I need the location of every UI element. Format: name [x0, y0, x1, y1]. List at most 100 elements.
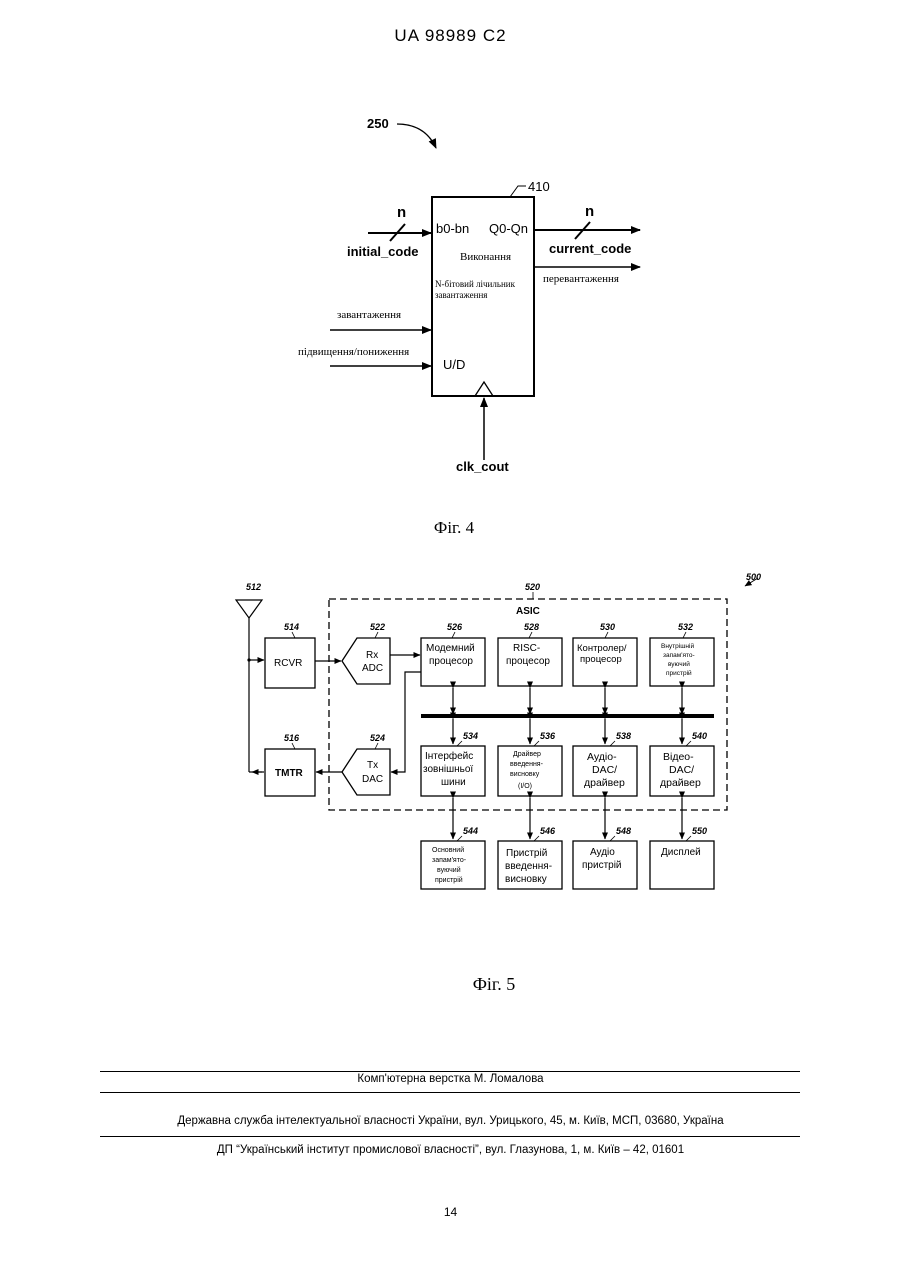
io-driver-label-2: введення- [510, 761, 544, 768]
internal-memory-label-1: Внутрішній [661, 642, 694, 650]
ref-534: 534 [463, 731, 478, 741]
internal-memory-label-4: пристрій [666, 669, 692, 677]
figure-4-caption: Фіг. 4 [354, 518, 554, 538]
io-driver-label-3: висновку [510, 771, 540, 778]
controller-processor-block [573, 638, 637, 686]
io-driver-block [498, 746, 562, 796]
modem-label-2: процесор [429, 656, 473, 667]
ref-544: 544 [463, 826, 478, 836]
io-driver-label-4: (I/O) [518, 783, 532, 790]
main-memory-label-2: запам'ято- [432, 857, 467, 864]
ref-522: 522 [370, 622, 385, 632]
ref-546: 546 [540, 826, 556, 836]
tx-dac-block [342, 749, 390, 795]
asic-label: ASIC [516, 606, 540, 617]
internal-memory-label-3: вуючий [668, 660, 690, 668]
ref-516: 516 [284, 733, 300, 743]
ref-538: 538 [616, 731, 631, 741]
clk-label: clk_cout [456, 459, 509, 474]
antenna-icon [236, 600, 262, 618]
ref-532: 532 [678, 622, 693, 632]
display-block [650, 841, 714, 889]
controller-label-1: Контролер/ [577, 643, 627, 654]
audio-dac-label-3: драйвер [584, 777, 625, 789]
audio-dac-label-1: Аудіо- [587, 751, 617, 763]
block-title: Виконання [460, 251, 511, 263]
tmtr-block [265, 749, 315, 796]
ref-524: 524 [370, 733, 385, 743]
ref-526: 526 [447, 622, 463, 632]
controller-label-2: процесор [580, 654, 622, 665]
tx-label: Tx [367, 760, 378, 771]
updown-label: підвищення/пониження [298, 346, 409, 358]
display-label: Дисплей [661, 847, 701, 858]
footer-rule-3 [100, 1136, 800, 1137]
ref-528: 528 [524, 622, 539, 632]
main-memory-label-4: пристрій [435, 876, 463, 884]
footer-typesetter: Комп'ютерна верстка М. Ломалова [0, 1073, 901, 1085]
ref-536: 536 [540, 731, 556, 741]
io-device-label-2: введення- [505, 861, 552, 872]
io-device-label-3: висновку [505, 874, 547, 885]
ref-514: 514 [284, 622, 299, 632]
ref-512: 512 [246, 582, 261, 592]
risc-processor-block [498, 638, 562, 686]
ref-250: 250 [367, 116, 389, 131]
video-dac-label-1: Відео- [663, 751, 694, 763]
risc-label-2: процесор [506, 656, 550, 667]
audio-dac-label-2: DAC/ [592, 764, 617, 776]
ref-540: 540 [692, 731, 707, 741]
main-memory-label-1: Основний [432, 846, 464, 854]
main-memory-block [421, 841, 485, 889]
video-dac-block [650, 746, 714, 796]
main-memory-label-3: вуючий [437, 866, 461, 874]
modem-label-1: Модемний [426, 643, 475, 654]
ext-bus-label-2: зовнішньої [423, 764, 473, 775]
current-code-label: current_code [549, 241, 631, 256]
video-dac-label-2: DAC/ [669, 764, 694, 776]
figure-4-diagram: 250 410 n n b0-bn Q0-Qn U/D initial_code… [0, 0, 901, 520]
ext-bus-interface-block [421, 746, 485, 796]
ref-410: 410 [528, 179, 550, 194]
ext-bus-label-1: Інтерфейс [425, 750, 473, 762]
overflow-label: перевантаження [543, 273, 619, 285]
ref-550: 550 [692, 826, 707, 836]
pin-b: b0-bn [436, 221, 469, 236]
rx-label: Rx [366, 650, 378, 661]
dac-label: DAC [362, 774, 383, 785]
ref-548: 548 [616, 826, 631, 836]
rcvr-block [265, 638, 315, 688]
internal-memory-label-2: запам'ято- [663, 652, 695, 659]
audio-device-label-2: пристрій [582, 860, 622, 871]
ext-bus-label-3: шини [441, 777, 466, 788]
pin-q: Q0-Qn [489, 221, 528, 236]
audio-dac-block [573, 746, 637, 796]
audio-device-label-1: Аудіо [590, 847, 615, 858]
footer-institute: ДП “Український інститут промислової вла… [0, 1144, 901, 1156]
footer-rule-2 [100, 1092, 800, 1093]
io-driver-label-1: Драйвер [513, 750, 541, 758]
io-device-label-1: Пристрій [506, 848, 547, 859]
footer-rule-1 [100, 1071, 800, 1072]
rcvr-label: RCVR [274, 658, 302, 669]
rx-adc-block [342, 638, 390, 684]
risc-label-1: RISC- [513, 643, 540, 654]
tmtr-label: TMTR [275, 768, 304, 779]
video-dac-label-3: драйвер [660, 777, 701, 789]
internal-memory-block [650, 638, 714, 686]
n-in-label: n [397, 204, 406, 221]
page-number: 14 [0, 1205, 901, 1219]
audio-device-block [573, 841, 637, 889]
block-subtitle-1: N-бітовий лічильник [435, 279, 516, 289]
load-label: завантаження [337, 309, 401, 321]
io-device-block [498, 841, 562, 889]
n-out-label: n [585, 203, 594, 220]
ref-500: 500 [746, 572, 761, 582]
clock-triangle [475, 382, 493, 396]
footer-agency: Державна служба інтелектуальної власност… [0, 1115, 901, 1127]
ref-520: 520 [525, 582, 540, 592]
modem-processor-block [421, 638, 485, 686]
figure-5-caption: Фіг. 5 [394, 974, 594, 995]
adc-label: ADC [362, 663, 383, 674]
asic-region [329, 599, 727, 810]
